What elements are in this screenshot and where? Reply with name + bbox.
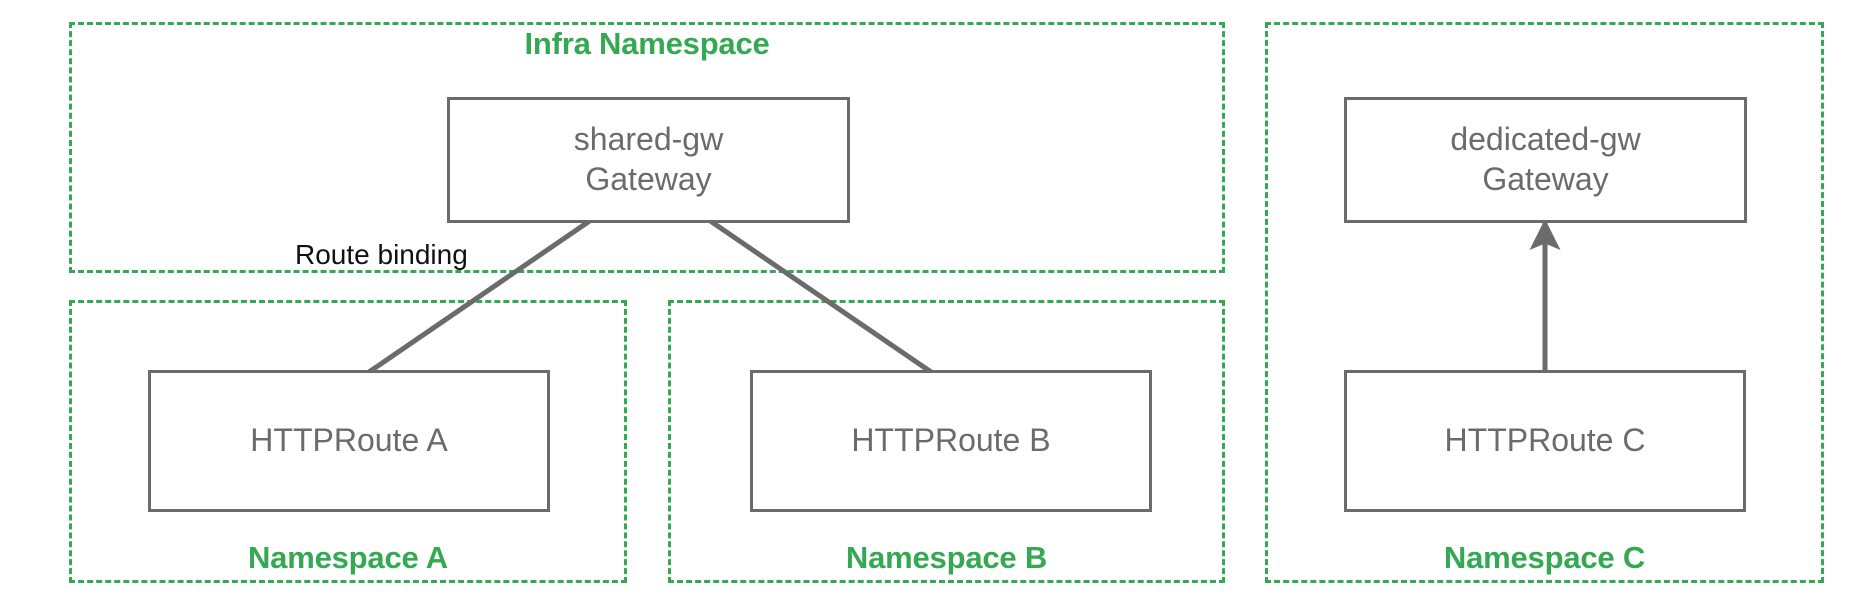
namespace-label-b: Namespace B: [845, 540, 1048, 575]
resource-name-dedicated-gw: dedicated-gw: [1450, 121, 1641, 158]
resource-box-httproute-b[interactable]: HTTPRoute B: [750, 370, 1152, 512]
resource-name-httproute-c: HTTPRoute C: [1444, 422, 1646, 459]
resource-kind-dedicated-gw: Gateway: [1482, 161, 1609, 197]
resource-name-shared-gw: shared-gw: [573, 121, 724, 158]
namespace-label-a: Namespace A: [248, 540, 448, 575]
resource-box-httproute-a[interactable]: HTTPRoute A: [148, 370, 550, 512]
resource-box-dedicated-gw[interactable]: dedicated-gw Gateway: [1344, 97, 1747, 223]
edge-label-route-binding: Route binding: [295, 239, 468, 270]
namespace-container-c: [1265, 22, 1824, 583]
resource-name-httproute-a: HTTPRoute A: [250, 422, 448, 459]
resource-box-httproute-c[interactable]: HTTPRoute C: [1344, 370, 1746, 512]
namespace-label-infra: Infra Namespace: [524, 26, 770, 61]
resource-name-httproute-b: HTTPRoute B: [851, 422, 1051, 459]
namespace-container-infra: [69, 22, 1225, 273]
namespace-label-c: Namespace C: [1443, 540, 1646, 575]
resource-kind-shared-gw: Gateway: [585, 161, 712, 197]
resource-box-shared-gw[interactable]: shared-gw Gateway: [447, 97, 850, 223]
